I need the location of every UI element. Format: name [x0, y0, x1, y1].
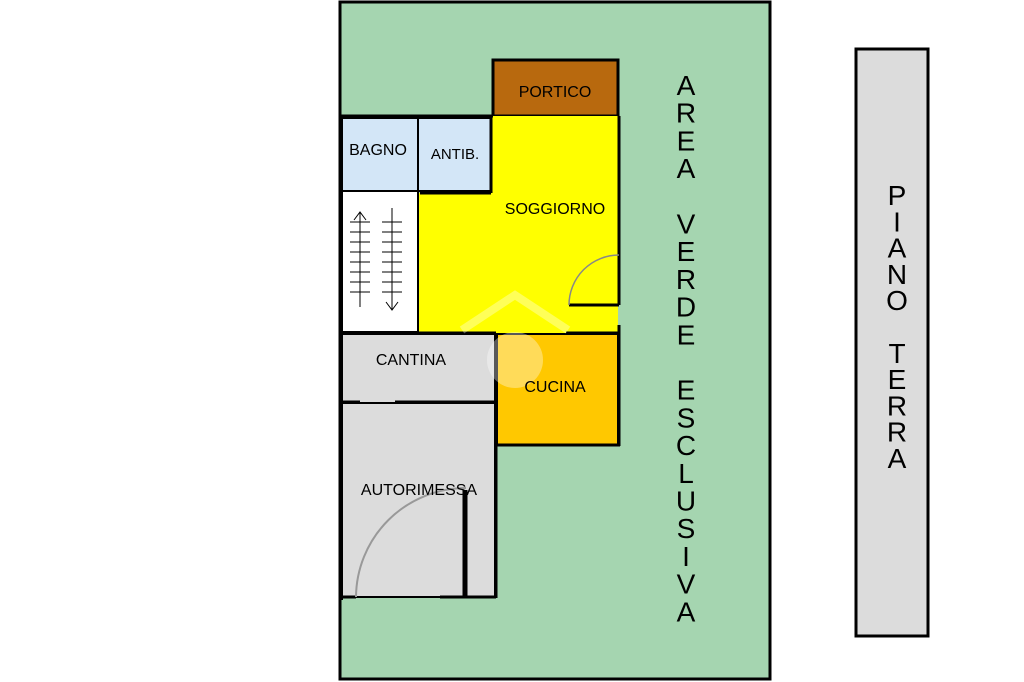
- floor-label-letter: T: [888, 338, 905, 369]
- garden-label-letter: I: [682, 541, 690, 572]
- label-cucina: CUCINA: [524, 379, 586, 396]
- garden-label-letter: E: [677, 125, 696, 156]
- floor-label-letter: P: [888, 180, 907, 211]
- garden-label-letter: C: [676, 430, 696, 461]
- door-swing-soggiorno: [568, 254, 620, 306]
- floor-label-letter: R: [887, 390, 907, 421]
- floor-label-letter: A: [888, 233, 907, 264]
- label-antibagno: ANTIB.: [431, 146, 479, 163]
- label-cantina: CANTINA: [376, 352, 447, 369]
- garden-label-letter: A: [677, 70, 696, 101]
- label-autorimessa: AUTORIMESSA: [361, 482, 478, 499]
- room-soggiorno: [418, 116, 618, 335]
- watermark-logo: [459, 290, 571, 388]
- floor-label-box: [854, 47, 930, 638]
- garden-label-letter: S: [677, 402, 696, 433]
- walls: [339, 114, 621, 600]
- garden-label-letter: E: [677, 319, 696, 350]
- floor-label-letter: R: [887, 417, 907, 448]
- label-portico: PORTICO: [519, 84, 592, 101]
- garden-label-letter: E: [677, 236, 696, 267]
- floor-label-letter: N: [887, 259, 907, 290]
- garden-label-letter: U: [676, 486, 696, 517]
- floor-label-letter: E: [888, 364, 907, 395]
- garden-label-letter: L: [678, 458, 694, 489]
- stairs-icon: [350, 208, 402, 311]
- label-bagno: BAGNO: [349, 142, 407, 159]
- garden-label-letter: S: [677, 513, 696, 544]
- room-autorimessa: [341, 402, 496, 598]
- garden-label-letter: R: [676, 98, 696, 129]
- door-swing-garage: [355, 487, 467, 598]
- garden-label-letter: R: [676, 264, 696, 295]
- garden-label-letter: A: [677, 596, 696, 627]
- label-soggiorno: SOGGIORNO: [505, 201, 605, 218]
- garden-label-letter: E: [677, 375, 696, 406]
- floor-label-letter: A: [888, 443, 907, 474]
- garden-label-letter: D: [676, 292, 696, 323]
- garden-label-letter: V: [677, 209, 696, 240]
- garden-label-letter: A: [677, 153, 696, 184]
- garden-label-letter: V: [677, 569, 696, 600]
- floor-label-letter: O: [886, 285, 908, 316]
- floor-label-letter: I: [893, 206, 901, 237]
